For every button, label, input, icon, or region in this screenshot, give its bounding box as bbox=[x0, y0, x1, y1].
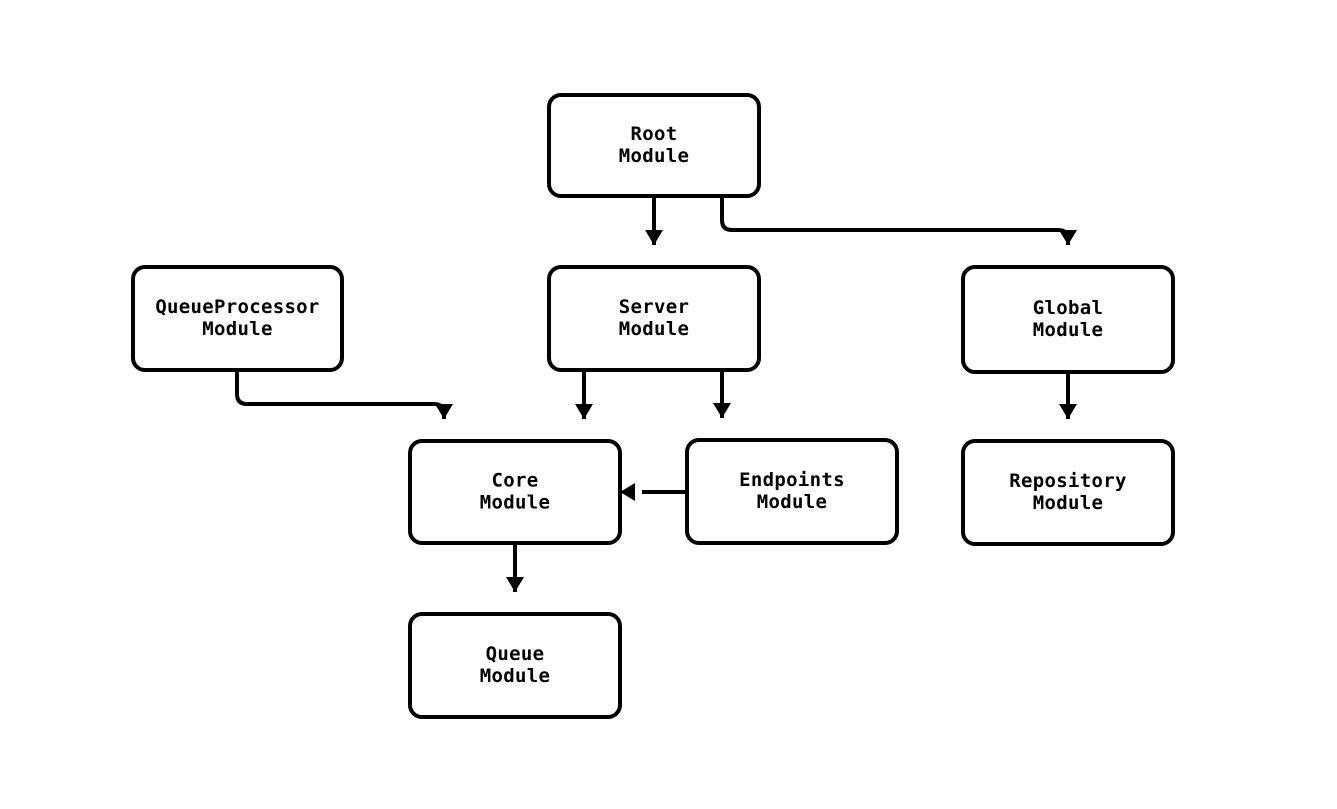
arrowhead-server-to-core bbox=[575, 404, 593, 419]
node-core-module-label-line2: Module bbox=[480, 492, 550, 514]
node-queueprocessor-module[interactable]: QueueProcessor Module bbox=[131, 265, 344, 372]
node-queue-module-label-line1: Queue bbox=[486, 643, 545, 665]
arrowhead-global-to-repository bbox=[1059, 404, 1077, 419]
node-queueprocessor-module-label-line2: Module bbox=[202, 318, 272, 340]
node-server-module[interactable]: Server Module bbox=[547, 265, 761, 372]
arrowhead-queueprocessor-to-core bbox=[435, 404, 453, 419]
arrowhead-layer bbox=[435, 230, 1077, 592]
node-root-module-box[interactable] bbox=[547, 93, 761, 198]
node-repository-module-label-line1: Repository bbox=[1009, 470, 1126, 492]
arrowhead-root-to-global bbox=[1059, 230, 1077, 245]
node-queue-module-box[interactable] bbox=[408, 612, 622, 719]
node-endpoints-module-label-line2: Module bbox=[757, 491, 827, 513]
node-endpoints-module[interactable]: Endpoints Module bbox=[685, 438, 899, 545]
node-queue-module-label-line2: Module bbox=[480, 665, 550, 687]
node-endpoints-module-label-line1: Endpoints bbox=[739, 469, 845, 491]
node-repository-module[interactable]: Repository Module bbox=[961, 439, 1175, 546]
edge-layer bbox=[235, 196, 1070, 592]
node-queueprocessor-module-box[interactable] bbox=[131, 265, 344, 372]
node-root-module[interactable]: Root Module bbox=[547, 93, 761, 198]
arrowhead-endpoints-to-core bbox=[620, 483, 635, 501]
arrowhead-root-to-server bbox=[645, 230, 663, 245]
node-repository-module-box[interactable] bbox=[961, 439, 1175, 546]
node-repository-module-label-line2: Module bbox=[1033, 492, 1103, 514]
node-global-module[interactable]: Global Module bbox=[961, 265, 1175, 374]
node-root-module-label-line2: Module bbox=[619, 145, 689, 167]
edge-queueprocessor-to-core bbox=[235, 370, 446, 419]
node-server-module-box[interactable] bbox=[547, 265, 761, 372]
edge-root-to-global bbox=[720, 196, 1070, 245]
node-server-module-label-line1: Server bbox=[619, 296, 689, 318]
node-queue-module[interactable]: Queue Module bbox=[408, 612, 622, 719]
node-root-module-label-line1: Root bbox=[631, 123, 678, 145]
node-endpoints-module-box[interactable] bbox=[685, 438, 899, 545]
node-core-module-box[interactable] bbox=[408, 439, 622, 545]
node-core-module-label-line1: Core bbox=[492, 470, 539, 492]
node-global-module-label-line1: Global bbox=[1033, 297, 1103, 319]
node-core-module[interactable]: Core Module bbox=[408, 439, 622, 545]
node-server-module-label-line2: Module bbox=[619, 318, 689, 340]
arrowhead-core-to-queue bbox=[506, 577, 524, 592]
node-global-module-label-line2: Module bbox=[1033, 319, 1103, 341]
arrowhead-server-to-endpoints bbox=[713, 403, 731, 418]
node-queueprocessor-module-label-line1: QueueProcessor bbox=[155, 296, 319, 318]
node-global-module-box[interactable] bbox=[961, 265, 1175, 374]
